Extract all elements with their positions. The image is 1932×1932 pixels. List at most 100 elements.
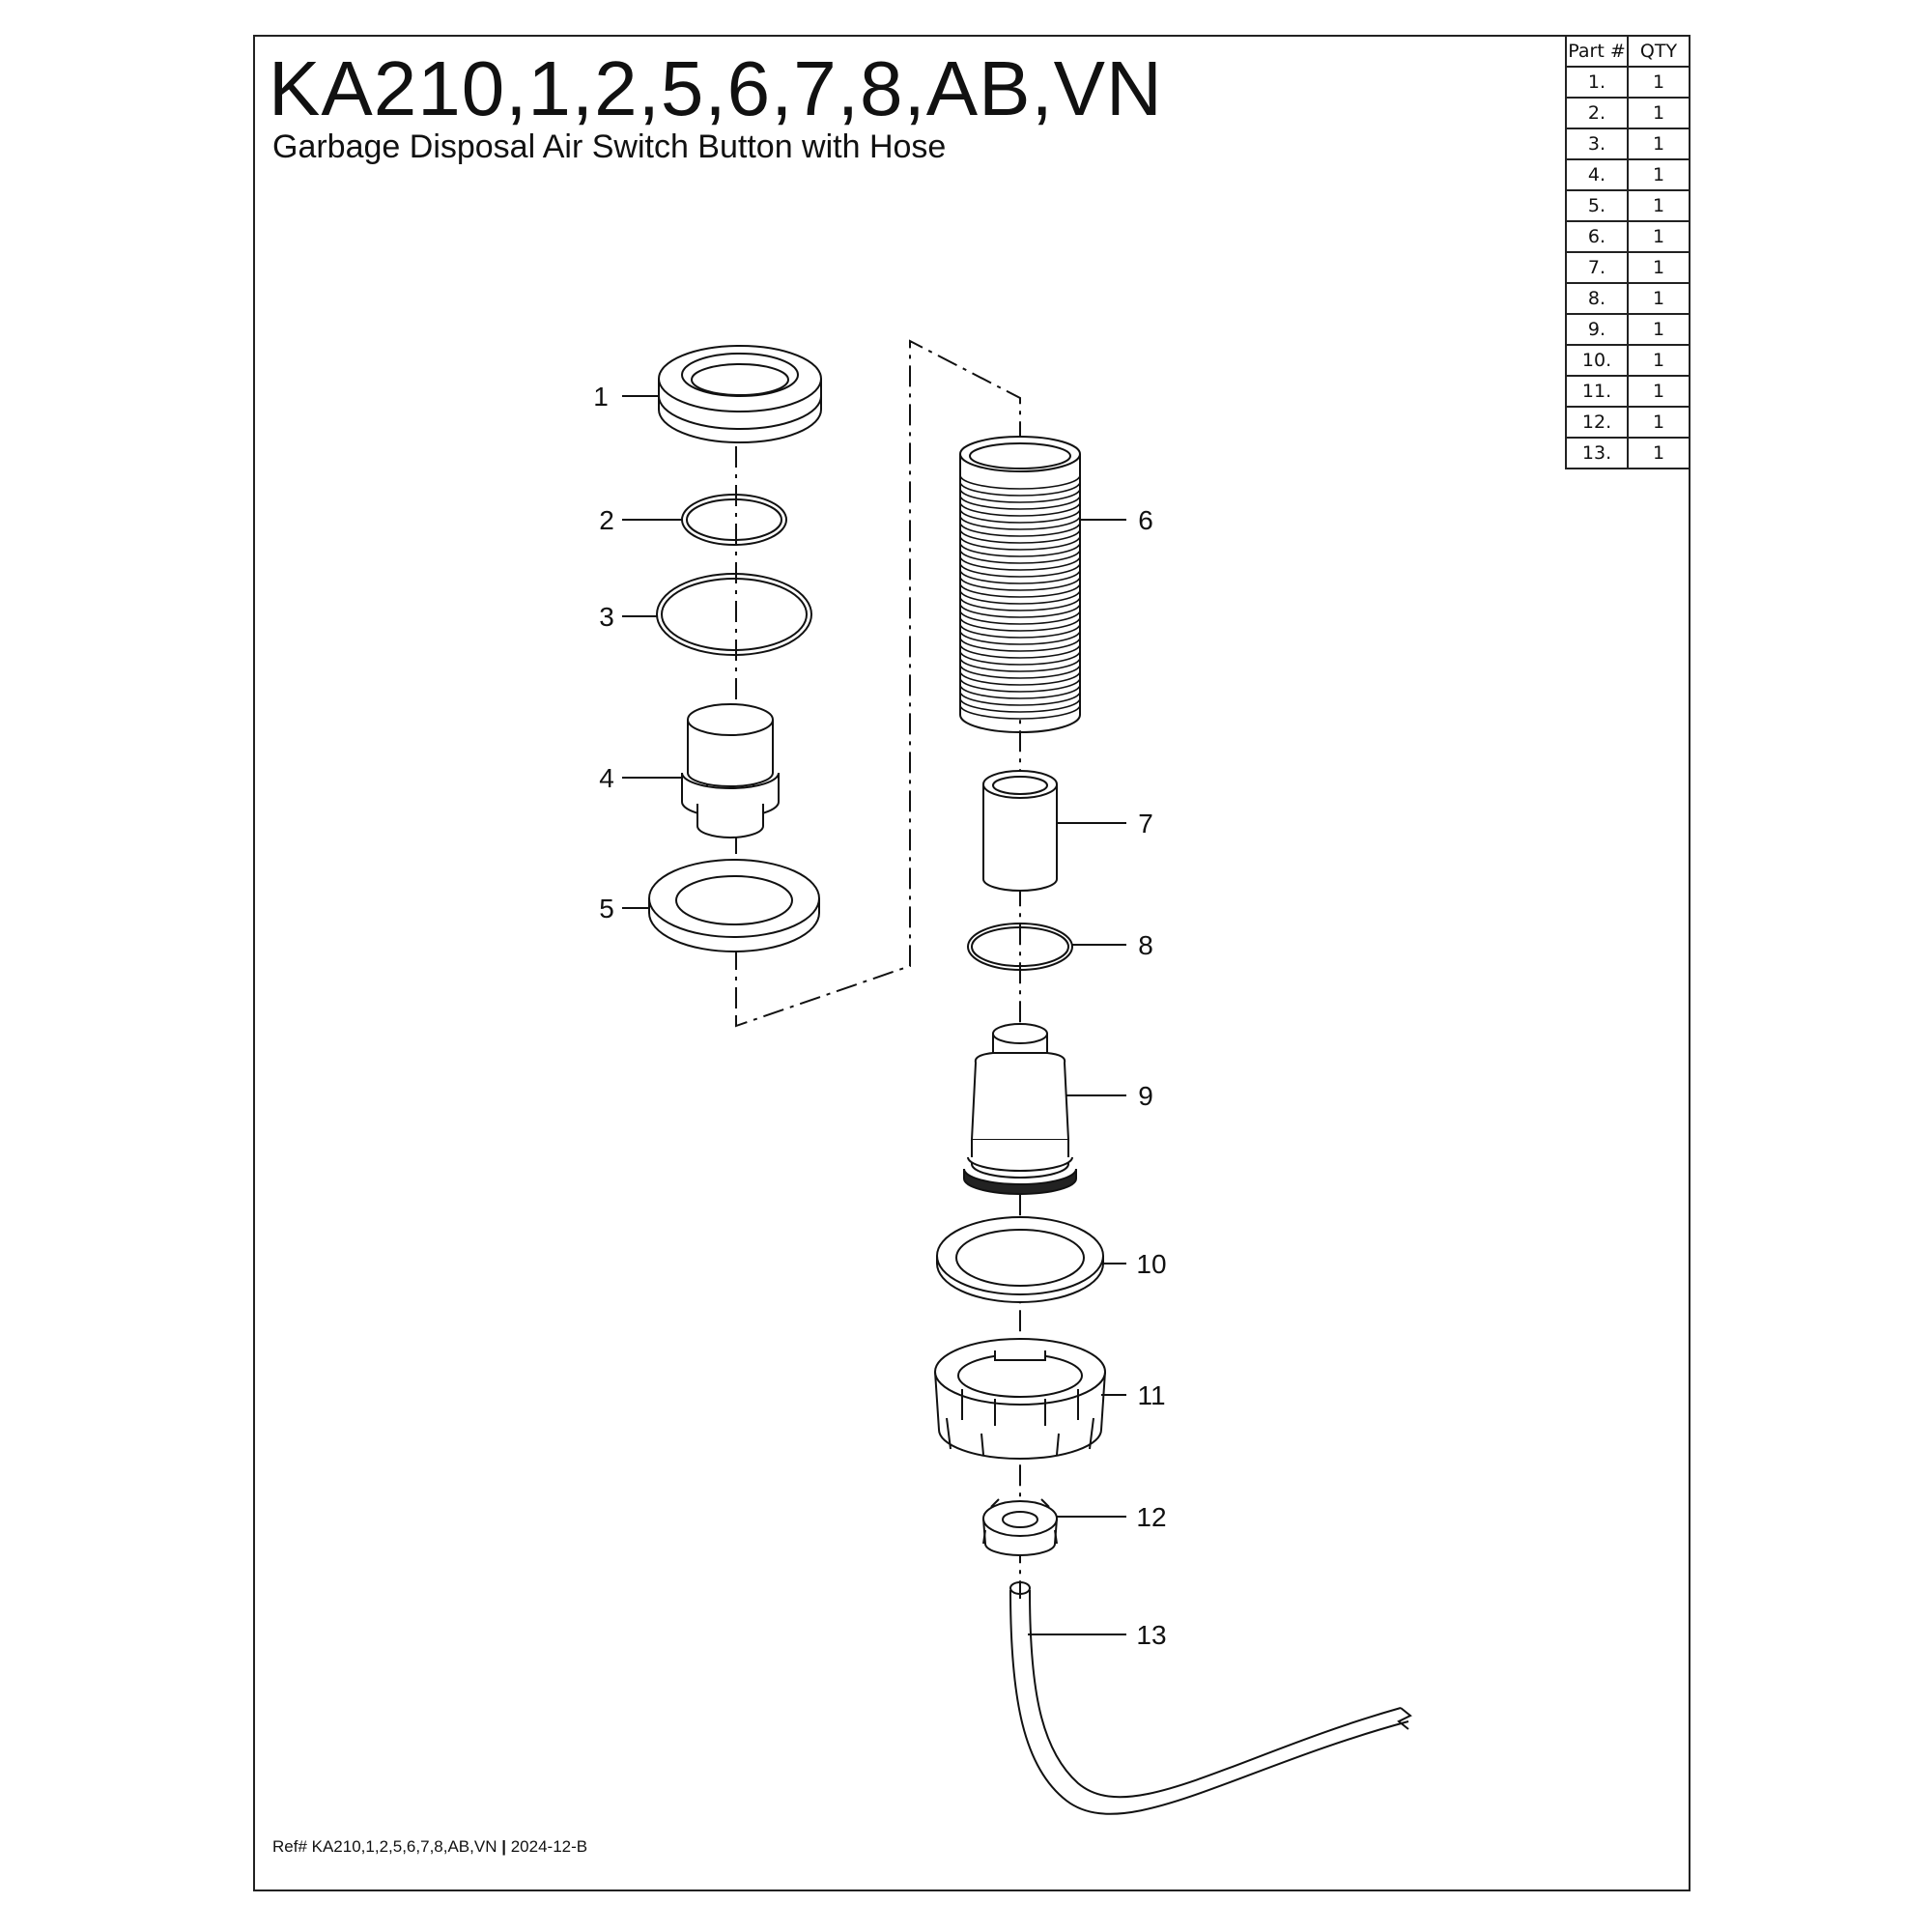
thread-line <box>959 562 1081 578</box>
leader-lines <box>622 395 1126 1635</box>
thread-line <box>959 508 1081 524</box>
callout-11: 11 <box>1137 1380 1165 1410</box>
thread-line <box>959 610 1081 625</box>
callout-6: 6 <box>1138 505 1153 535</box>
part-number-cell: 4. <box>1565 158 1629 191</box>
page-title: KA210,1,2,5,6,7,8,AB,VN <box>269 45 1163 131</box>
part-8-o-ring <box>967 923 1073 971</box>
qty-cell: 1 <box>1627 282 1690 315</box>
drawing-frame <box>253 35 1690 1891</box>
thread-line <box>959 637 1081 652</box>
callout-13: 13 <box>1136 1620 1166 1650</box>
thread-line <box>959 582 1081 598</box>
qty-cell: 1 <box>1627 66 1690 99</box>
callout-10: 10 <box>1136 1249 1166 1279</box>
qty-cell: 1 <box>1627 97 1690 129</box>
thread-line <box>959 481 1081 497</box>
callout-9: 9 <box>1138 1081 1153 1111</box>
callout-4: 4 <box>599 763 614 793</box>
thread-line <box>959 535 1081 551</box>
part-1-trim-ring <box>658 345 822 443</box>
thread-line <box>959 495 1081 510</box>
table-row: 6.1 <box>1565 220 1690 253</box>
part-number-cell: 6. <box>1565 220 1629 253</box>
thread-line <box>959 684 1081 699</box>
thread-line <box>959 623 1081 639</box>
thread-line <box>959 515 1081 530</box>
table-row: 2.1 <box>1565 97 1690 129</box>
thread-line <box>959 603 1081 618</box>
part-13-hose <box>1009 1581 1412 1815</box>
part-3-o-ring <box>656 573 812 656</box>
callout-2: 2 <box>599 505 614 535</box>
table-row: 11.1 <box>1565 375 1690 408</box>
part-10-washer <box>936 1216 1104 1303</box>
qty-cell: 1 <box>1627 189 1690 222</box>
callout-labels: 1 2 3 4 5 6 7 8 9 10 11 12 13 <box>593 382 1166 1650</box>
column-header-part: Part # <box>1565 35 1629 68</box>
thread-line <box>959 697 1081 713</box>
part-4-push-button <box>681 703 780 838</box>
thread-line <box>959 691 1081 706</box>
part-2-o-ring <box>681 494 787 546</box>
part-7-sleeve <box>982 770 1058 892</box>
thread-line <box>959 549 1081 564</box>
callout-8: 8 <box>1138 930 1153 960</box>
thread-line <box>959 670 1081 686</box>
thread-line <box>959 522 1081 537</box>
qty-cell: 1 <box>1627 375 1690 408</box>
part-number-cell: 8. <box>1565 282 1629 315</box>
table-row: 7.1 <box>1565 251 1690 284</box>
parts-table: Part # QTY 1.1 2.1 3.1 4.1 5.1 6.1 7.1 8… <box>1565 35 1690 469</box>
table-row: 9.1 <box>1565 313 1690 346</box>
table-row: 10.1 <box>1565 344 1690 377</box>
table-row: 5.1 <box>1565 189 1690 222</box>
callout-3: 3 <box>599 602 614 632</box>
reference-separator: | <box>501 1837 506 1856</box>
reference-number: Ref# KA210,1,2,5,6,7,8,AB,VN <box>272 1837 497 1856</box>
thread-line <box>959 657 1081 672</box>
thread-line <box>959 488 1081 503</box>
part-number-cell: 1. <box>1565 66 1629 99</box>
thread-line <box>959 542 1081 557</box>
part-5-washer <box>648 859 820 952</box>
part-number-cell: 5. <box>1565 189 1629 222</box>
callout-12: 12 <box>1136 1502 1166 1532</box>
thread-line <box>959 576 1081 591</box>
column-header-qty: QTY <box>1627 35 1690 68</box>
thread-line <box>959 474 1081 490</box>
qty-cell: 1 <box>1627 344 1690 377</box>
qty-cell: 1 <box>1627 128 1690 160</box>
parts-table-header: Part # QTY <box>1565 35 1690 68</box>
table-row: 1.1 <box>1565 66 1690 99</box>
thread-line <box>959 643 1081 659</box>
table-row: 4.1 <box>1565 158 1690 191</box>
qty-cell: 1 <box>1627 437 1690 469</box>
table-row: 13.1 <box>1565 437 1690 469</box>
qty-cell: 1 <box>1627 251 1690 284</box>
qty-cell: 1 <box>1627 158 1690 191</box>
thread-line <box>959 616 1081 632</box>
reference-footer: Ref# KA210,1,2,5,6,7,8,AB,VN | 2024-12-B <box>272 1837 587 1857</box>
part-number-cell: 3. <box>1565 128 1629 160</box>
table-row: 3.1 <box>1565 128 1690 160</box>
callout-7: 7 <box>1138 809 1153 838</box>
thread-line <box>959 501 1081 517</box>
part-9-valve-body <box>963 1023 1077 1195</box>
part-12-hose-nut <box>982 1498 1058 1556</box>
qty-cell: 1 <box>1627 220 1690 253</box>
thread-line <box>959 704 1081 720</box>
callout-1: 1 <box>593 382 609 412</box>
part-number-cell: 7. <box>1565 251 1629 284</box>
thread-line <box>959 596 1081 611</box>
part-number-cell: 2. <box>1565 97 1629 129</box>
part-number-cell: 11. <box>1565 375 1629 408</box>
revision-code: 2024-12-B <box>510 1837 588 1856</box>
part-number-cell: 10. <box>1565 344 1629 377</box>
table-row: 12.1 <box>1565 406 1690 439</box>
part-6-threaded-body <box>959 436 1081 733</box>
thread-line <box>959 569 1081 584</box>
thread-line <box>959 555 1081 571</box>
part-number-cell: 9. <box>1565 313 1629 346</box>
